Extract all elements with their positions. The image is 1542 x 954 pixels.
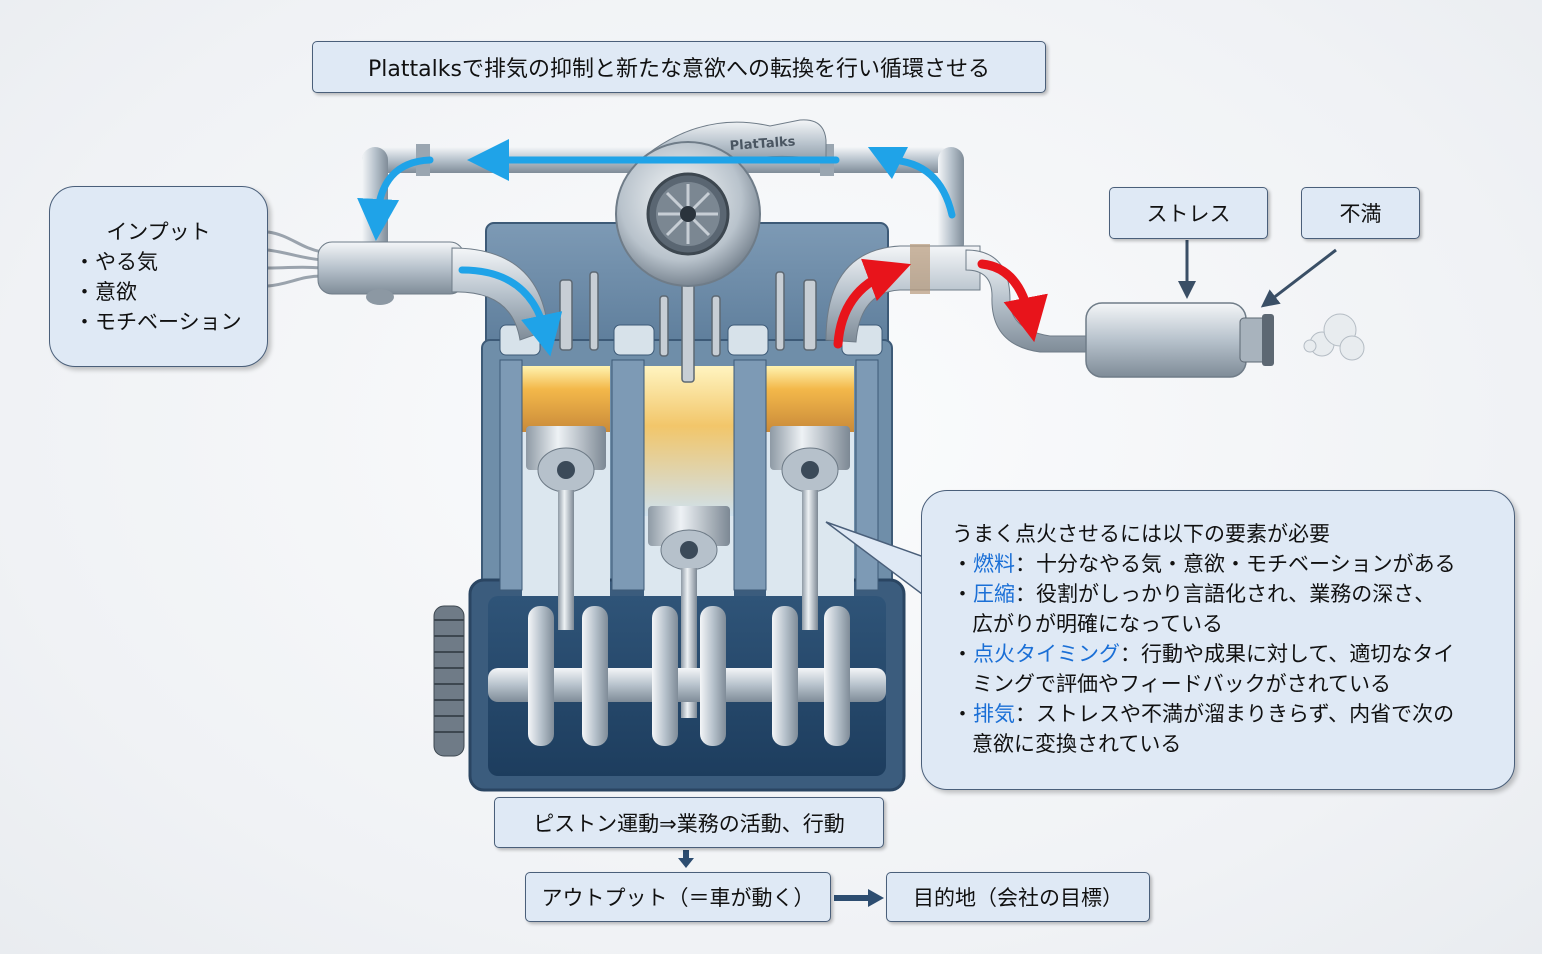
input-title: インプット — [106, 220, 211, 244]
piston-motion-label: ピストン運動⇒業務の活動、行動 — [533, 811, 845, 836]
piston-motion-box: ピストン運動⇒業務の活動、行動 — [494, 797, 884, 848]
bullet: ・ — [952, 642, 973, 666]
factor-ignition-desc: ：行動や成果に対して、適切なタイ — [1120, 642, 1455, 666]
header-title: Plattalksで排気の抑制と新たな意欲への転換を行い循環させる — [312, 41, 1046, 93]
factor-exhaust-term: 排気 — [973, 702, 1015, 726]
factor-fuel-term: 燃料 — [973, 552, 1015, 576]
factor-ignition-cont: ミングで評価やフィードバックがされている — [972, 672, 1391, 696]
factor-compression-term: 圧縮 — [973, 582, 1015, 606]
dissatisfaction-box: 不満 — [1301, 187, 1420, 239]
spark-plugs — [559, 271, 817, 383]
goal-box: 目的地（会社の目標） — [886, 872, 1150, 922]
factor-exhaust: ・排気：ストレスや不満が溜まりきらず、内省で次の — [952, 699, 1514, 729]
factor-compression: ・圧縮：役割がしっかり言語化され、業務の深さ、 — [952, 579, 1514, 609]
bullet: ・ — [952, 582, 973, 606]
cylinder-walls — [499, 359, 879, 591]
factor-ignition-term: 点火タイミング — [973, 642, 1120, 666]
factor-exhaust-desc: ：ストレスや不満が溜まりきらず、内省で次の — [1015, 702, 1455, 726]
factor-fuel-desc: ：十分なやる気・意欲・モチベーションがある — [1015, 552, 1456, 576]
factors-title: うまく点火させるには以下の要素が必要 — [952, 522, 1330, 546]
cylinder-left — [522, 366, 610, 630]
bullet: ・ — [952, 552, 973, 576]
factors-bubble: うまく点火させるには以下の要素が必要 ・燃料：十分なやる気・意欲・モチベーション… — [921, 490, 1515, 790]
input-item-motivation: ・やる気 — [74, 250, 158, 274]
exhaust-smoke-icon — [1303, 313, 1365, 361]
factor-compression-cont: 広がりが明確になっている — [972, 612, 1223, 636]
input-bubble: インプット ・やる気 ・意欲 ・モチベーション — [49, 186, 268, 367]
factor-compression-desc: ：役割がしっかり言語化され、業務の深さ、 — [1015, 582, 1436, 606]
header-title-text: Plattalksで排気の抑制と新たな意欲への転換を行い循環させる — [368, 57, 990, 82]
cylinder-right — [766, 366, 854, 630]
goal-label: 目的地（会社の目標） — [913, 886, 1123, 910]
factor-ignition: ・点火タイミング：行動や成果に対して、適切なタイ — [952, 639, 1514, 669]
exhaust-flow-arrows — [833, 258, 1048, 349]
muffler — [1085, 302, 1274, 378]
intake-wires — [267, 230, 323, 288]
turbo-label: PlatTalks — [729, 134, 796, 154]
stress-box: ストレス — [1109, 187, 1268, 239]
dissatisfaction-label: 不満 — [1339, 202, 1382, 226]
output-box: アウトプット（＝車が動く） — [525, 872, 831, 922]
gear-icon — [433, 605, 465, 757]
bullet: ・ — [952, 702, 973, 726]
factor-exhaust-cont: 意欲に変換されている — [972, 732, 1182, 756]
intake-flow-arrows — [357, 139, 956, 357]
crankshaft — [488, 606, 886, 746]
input-item-will: ・意欲 — [74, 280, 137, 304]
stress-label: ストレス — [1146, 202, 1231, 226]
cylinder-center — [644, 366, 734, 718]
flow-arrows — [678, 850, 884, 907]
output-label: アウトプット（＝車が動く） — [541, 886, 815, 910]
turbocharger: PlatTalks — [615, 119, 827, 287]
factor-fuel: ・燃料：十分なやる気・意欲・モチベーションがある — [952, 549, 1514, 579]
input-item-drive: ・モチベーション — [74, 310, 242, 334]
stress-arrows — [1178, 240, 1337, 308]
